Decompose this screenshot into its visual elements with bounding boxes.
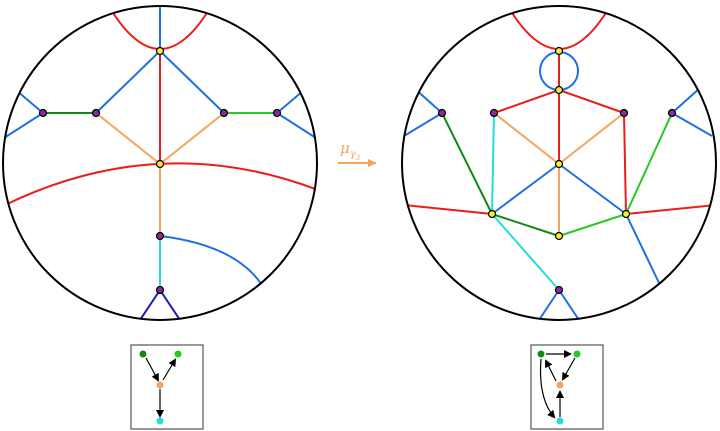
right-vertex-yellow-top xyxy=(554,46,564,56)
right-red-right-down xyxy=(623,112,627,215)
right-blue-center-right xyxy=(558,163,627,215)
right-quiver-node-cyan xyxy=(556,417,564,425)
right-vertex-purple-4 xyxy=(667,108,677,118)
right-disk-boundary xyxy=(401,5,717,321)
right-blue-right-up xyxy=(671,87,701,114)
right-blue-bottom-right xyxy=(625,213,661,286)
left-blue-diag-left xyxy=(95,50,161,114)
right-vertex-purple-3 xyxy=(619,108,629,118)
mutation-label: μγ3 xyxy=(340,139,361,162)
right-red-top-arc xyxy=(508,7,610,50)
right-red-right-out xyxy=(625,204,716,215)
left-vertex-purple-5 xyxy=(155,231,165,241)
left-vertex-yellow-top xyxy=(155,46,165,56)
left-blue-right-up xyxy=(276,84,311,114)
right-cyan-vertical xyxy=(491,112,495,215)
left-navy-left xyxy=(139,289,161,320)
left-quiver-node-green xyxy=(174,350,182,358)
right-cyan-diag xyxy=(491,213,560,291)
right-quiver-node-green xyxy=(573,350,581,358)
left-vertices xyxy=(38,46,282,295)
right-darkgreen-bottom xyxy=(491,213,560,237)
right-blue-center-left xyxy=(491,163,560,215)
left-disk-boundary xyxy=(2,5,318,321)
left-vertex-yellow-center xyxy=(155,159,165,169)
left-blue-arc-bottom xyxy=(159,235,263,286)
left-navy-right xyxy=(159,289,181,320)
left-quiver-node-cyan xyxy=(156,417,164,425)
left-blue-diag-right xyxy=(159,50,225,114)
right-orange-left xyxy=(493,112,560,165)
right-blue-left-down xyxy=(403,112,443,137)
right-quiver-frame xyxy=(530,344,604,430)
right-blue-bottom-left xyxy=(538,289,560,320)
left-quiver-arrow-o-g xyxy=(162,358,177,381)
left-vertex-purple-2 xyxy=(91,108,101,118)
left-quiver-node-orange xyxy=(156,381,164,389)
left-vertex-purple-3 xyxy=(219,108,229,118)
right-quiver-arrow-o-dg xyxy=(545,359,557,382)
left-disk xyxy=(2,5,318,321)
right-vertex-yellow-left xyxy=(487,209,497,219)
left-quiver-arrow-dg-o xyxy=(145,357,159,382)
left-quiver xyxy=(130,344,204,430)
left-disk-edges xyxy=(3,6,317,320)
right-red-left-out xyxy=(403,204,493,215)
left-vertex-purple-1 xyxy=(38,108,48,118)
left-blue-left-up xyxy=(9,84,44,114)
right-vertex-yellow-bottom xyxy=(554,231,564,241)
left-blue-right-down xyxy=(276,112,317,139)
right-blue-bottom-right-2 xyxy=(558,289,580,320)
left-orange-left xyxy=(95,112,161,165)
right-orange-right xyxy=(558,112,625,165)
left-vertex-purple-6 xyxy=(155,285,165,295)
right-vertex-purple-2 xyxy=(489,108,499,118)
right-vertices xyxy=(437,46,677,295)
right-vertex-yellow-center xyxy=(554,159,564,169)
right-disk xyxy=(401,5,717,321)
left-orange-right xyxy=(159,112,225,165)
left-red-horizontal-arc xyxy=(4,162,317,206)
right-quiver-node-dark-green xyxy=(537,350,545,358)
right-red-diag-right xyxy=(558,89,625,114)
left-blue-left-down xyxy=(3,112,44,139)
left-quiver-node-dark-green xyxy=(139,350,147,358)
mutation-arrow: μγ3 xyxy=(338,139,377,167)
right-vertex-purple-1 xyxy=(437,108,447,118)
right-vertex-purple-5 xyxy=(554,285,564,295)
right-red-diag-left xyxy=(493,89,560,114)
right-darkgreen-outer xyxy=(441,112,493,215)
right-quiver-node-orange xyxy=(556,381,564,389)
left-vertex-purple-4 xyxy=(272,108,282,118)
right-quiver xyxy=(530,344,604,430)
right-quiver-arrow-dg-c xyxy=(539,358,556,419)
left-quiver-frame xyxy=(130,344,204,430)
right-green-outer xyxy=(625,112,673,215)
right-vertex-yellow-right xyxy=(621,209,631,219)
right-vertex-yellow-upper xyxy=(554,85,564,95)
right-quiver-arrow-g-o xyxy=(562,357,576,381)
right-blue-right-down xyxy=(671,112,713,137)
right-green-bottom xyxy=(558,213,627,237)
